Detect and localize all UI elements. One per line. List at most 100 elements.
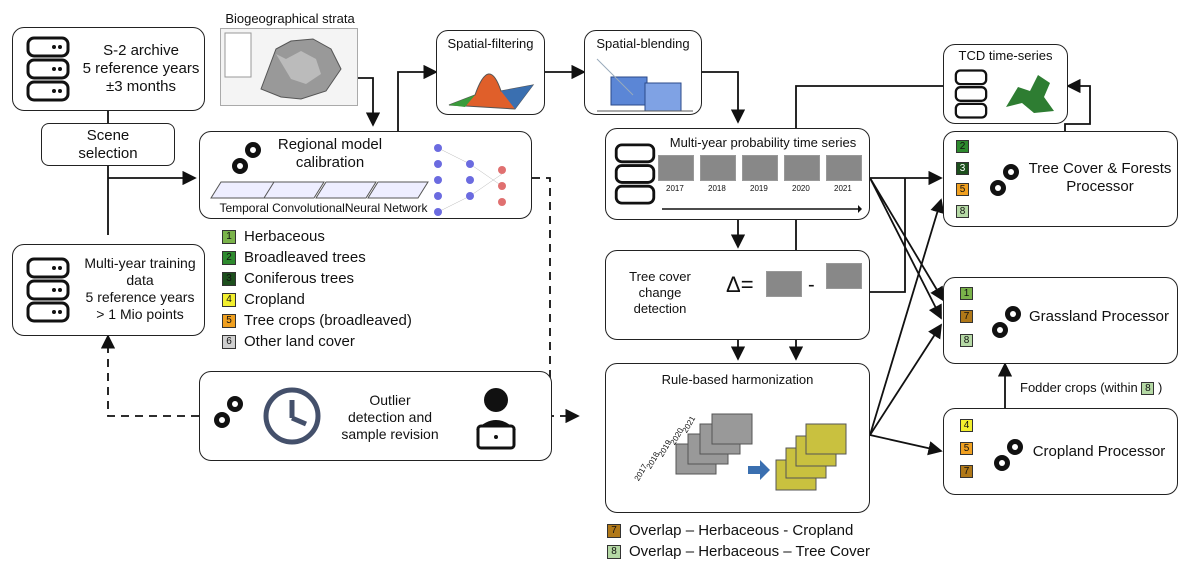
tcnn-label: Temporal ConvolutionalNeural Network <box>219 201 428 215</box>
gears-icon <box>214 396 243 428</box>
harmonization-visual <box>675 413 847 491</box>
s2-line: S-2 archive <box>103 42 179 59</box>
swatch: 5 <box>222 314 236 328</box>
cropland-processor-label: Cropland Processor <box>1032 443 1166 460</box>
class-code: 8 <box>960 334 973 347</box>
grassland-processor-label: Grassland Processor <box>1028 308 1170 325</box>
outlier-line: detection and <box>347 409 433 425</box>
tree-processor-box: 2 3 5 8 Tree Cover & Forests Processor <box>943 131 1178 227</box>
harmonization-title: Rule-based harmonization <box>661 372 814 387</box>
class-code: 2 <box>956 140 969 153</box>
minus-symbol: - <box>808 274 815 296</box>
year-label: 2017 <box>666 184 684 193</box>
training-line: > 1 Mio points <box>96 306 184 322</box>
change-tile <box>766 271 802 297</box>
conv-layers <box>210 181 429 199</box>
year-label: 2018 <box>708 184 726 193</box>
tree-processor-line: Tree Cover & Forests <box>1028 160 1172 177</box>
swatch: 2 <box>222 251 236 265</box>
class-code: 5 <box>956 183 969 196</box>
fodder-close: ) <box>1158 380 1163 395</box>
biogeo-map <box>220 28 358 106</box>
prob-tile <box>826 155 862 181</box>
spatial-blending-box: Spatial-blending <box>584 30 702 115</box>
swatch: 1 <box>222 230 236 244</box>
calibration-title: calibration <box>295 154 365 171</box>
training-line: data <box>126 272 154 288</box>
database-icon <box>954 69 988 119</box>
spatial-filtering-box: Spatial-filtering <box>436 30 545 115</box>
tcd-map <box>1006 75 1054 113</box>
analyst-icon <box>476 388 516 450</box>
calibration-title: Regional model <box>277 136 383 153</box>
gears-icon <box>232 142 261 174</box>
delta-symbol: Δ= <box>726 272 754 297</box>
spatial-filtering-label: Spatial-filtering <box>447 36 534 51</box>
spatial-blending-label: Spatial-blending <box>596 36 690 51</box>
scene-selection-box: Scene selection <box>41 123 175 166</box>
gears-icon <box>994 439 1023 471</box>
swatch: 3 <box>222 272 236 286</box>
outlier-line: sample revision <box>341 426 439 442</box>
fodder-label: Fodder crops (within 8 ) <box>1020 380 1162 396</box>
swatch: 7 <box>607 524 621 538</box>
neural-net <box>434 144 506 216</box>
change-line: change <box>638 285 682 300</box>
training-box: Multi-year training data 5 reference yea… <box>12 244 205 336</box>
outlier-line: Outlier <box>369 392 411 408</box>
class-code: 7 <box>960 465 973 478</box>
change-tile <box>826 263 862 289</box>
prob-tile <box>784 155 820 181</box>
probability-box: Multi-year probability time series 2017 … <box>605 128 870 220</box>
tree-processor-line: Processor <box>1066 178 1134 195</box>
timeline-axis <box>662 205 862 213</box>
blending-diagram <box>596 58 693 112</box>
year-label: 2021 <box>834 184 852 193</box>
year-label: 2019 <box>750 184 768 193</box>
gaussian-surface <box>448 73 535 110</box>
class-code: 8 <box>956 205 969 218</box>
fodder-text: Fodder crops (within <box>1020 380 1138 395</box>
change-line: Tree cover <box>629 269 691 284</box>
tcd-box: TCD time-series <box>943 44 1068 124</box>
change-line: detection <box>633 301 687 316</box>
biogeo-label: Biogeographical strata <box>225 11 355 26</box>
class-code: 3 <box>956 162 969 175</box>
change-detection-box: Tree cover change detection Δ= - <box>605 250 870 340</box>
swatch: 6 <box>222 335 236 349</box>
class-code: 8 <box>1141 381 1155 395</box>
probability-title: Multi-year probability time series <box>669 135 857 150</box>
class-code: 7 <box>960 310 973 323</box>
database-icon <box>26 36 70 102</box>
prob-tile <box>742 155 778 181</box>
database-icon <box>614 143 656 205</box>
history-icon <box>263 387 321 445</box>
class-code: 5 <box>960 442 973 455</box>
prob-tile <box>658 155 694 181</box>
calibration-box: Regional model calibration Temporal Conv… <box>199 131 532 219</box>
scene-line: selection <box>78 145 138 162</box>
year-label: 2020 <box>792 184 810 193</box>
training-line: Multi-year training <box>84 255 196 271</box>
gears-icon <box>992 306 1021 338</box>
s2-line: 5 reference years <box>82 60 200 77</box>
swatch: 8 <box>607 545 621 559</box>
s2-line: ±3 months <box>106 78 176 95</box>
scene-line: Scene <box>86 127 130 144</box>
grassland-processor-box: 1 7 8 Grassland Processor <box>943 277 1178 364</box>
harmonization-box: Rule-based harmonization 2017 2018 2019 … <box>605 363 870 513</box>
training-line: 5 reference years <box>85 289 195 305</box>
s2-archive-box: S-2 archive 5 reference years ±3 months <box>12 27 205 111</box>
class-code: 1 <box>960 287 973 300</box>
